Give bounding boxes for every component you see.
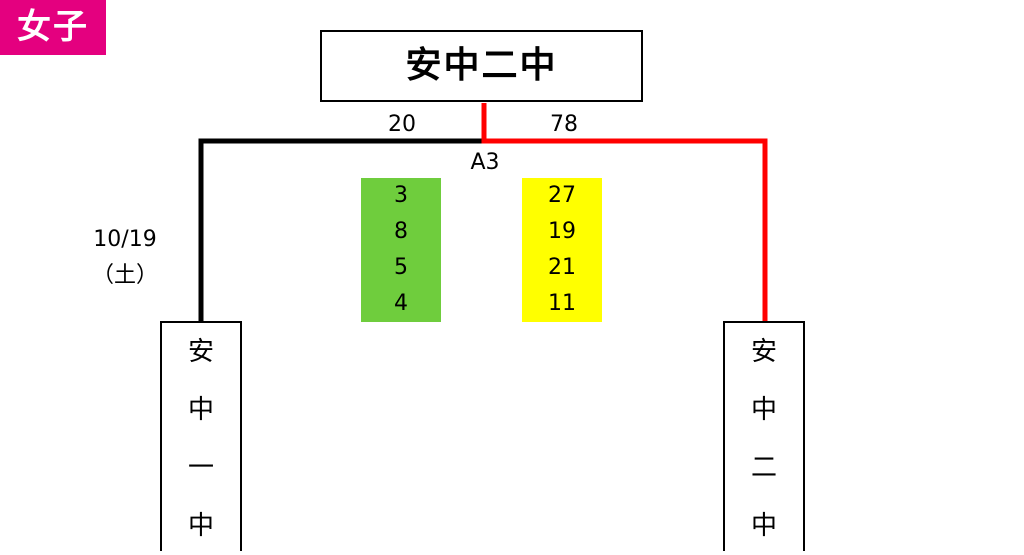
left-team-total: 20 xyxy=(388,112,416,137)
right-team-box: 安 中 二 中 xyxy=(723,321,805,551)
right-team-total: 78 xyxy=(550,112,578,137)
right-period-score: 11 xyxy=(548,291,576,316)
loser-bracket-line xyxy=(198,138,484,322)
match-date-label: 10/19 （土） xyxy=(80,222,170,294)
right-period-score: 27 xyxy=(548,183,576,208)
team-name-char: 中 xyxy=(750,511,777,541)
team-name-char: 二 xyxy=(750,453,777,483)
left-period-scores: 3 8 5 4 xyxy=(361,178,441,322)
category-badge: 女子 xyxy=(0,0,106,55)
team-name-char: 中 xyxy=(187,395,214,425)
winner-box: 安中二中 xyxy=(320,30,643,102)
match-day: （土） xyxy=(91,263,158,288)
left-team-box: 安 中 一 中 xyxy=(160,321,242,551)
right-period-scores: 27 19 21 11 xyxy=(522,178,602,322)
team-name-char: 中 xyxy=(750,395,777,425)
team-name-char: 安 xyxy=(750,337,777,367)
team-name-char: 安 xyxy=(187,337,214,367)
winner-bracket-line xyxy=(481,103,768,322)
left-period-score: 8 xyxy=(394,219,408,244)
left-period-score: 3 xyxy=(394,183,408,208)
left-period-score: 5 xyxy=(394,255,408,280)
match-date: 10/19 xyxy=(93,227,157,252)
left-period-score: 4 xyxy=(394,291,408,316)
match-code: A3 xyxy=(470,150,500,175)
right-period-score: 21 xyxy=(548,255,576,280)
team-name-char: 一 xyxy=(187,453,214,483)
team-name-char: 中 xyxy=(187,511,214,541)
right-period-score: 19 xyxy=(548,219,576,244)
